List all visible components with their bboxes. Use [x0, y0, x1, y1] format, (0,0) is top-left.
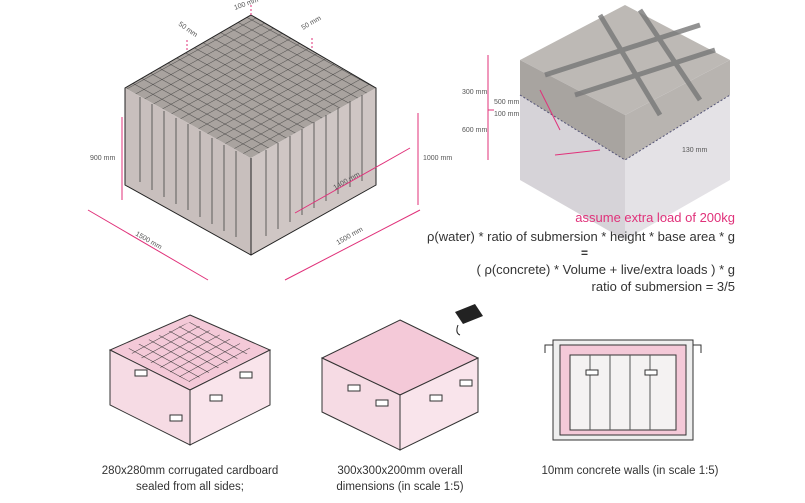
caption-line: sealed from all sides;: [135, 481, 245, 493]
equation-equals: =: [581, 246, 589, 260]
concrete-walls-section: [544, 339, 702, 441]
caption-concrete-walls: 10mm concrete walls (in scale 1:5): [520, 463, 740, 479]
caption-line: 280x280mm corrugated cardboard: [101, 465, 279, 477]
svg-text:1500 mm: 1500 mm: [134, 231, 163, 252]
concrete-slab-module: 300 mm 500 mm 100 mm 600 mm 130 mm: [462, 5, 731, 240]
svg-text:1500 mm: 1500 mm: [336, 226, 365, 247]
svg-text:300 mm: 300 mm: [462, 89, 487, 96]
svg-text:50 mm: 50 mm: [301, 15, 323, 32]
cardboard-box-model: [108, 314, 272, 446]
svg-text:50 mm: 50 mm: [177, 21, 199, 39]
equation-left-side: ρ(water) * ratio of submersion * height …: [427, 229, 735, 244]
equation-ratio: ratio of submersion = 3/5: [591, 279, 735, 294]
sealed-box-model: [320, 304, 483, 451]
equation-right-side: ( ρ(concrete) * Volume + live/extra load…: [476, 262, 735, 277]
svg-text:500 mm: 500 mm: [494, 99, 519, 106]
caption-line: dimensions (in scale 1:5): [336, 481, 464, 493]
svg-text:900 mm: 900 mm: [90, 155, 115, 162]
svg-text:600 mm: 600 mm: [462, 127, 487, 134]
caption-cardboard: 280x280mm corrugated cardboard sealed fro…: [80, 463, 300, 495]
water-pour-icon: [455, 304, 483, 336]
equation-assumption: assume extra load of 200kg: [575, 210, 735, 225]
caption-line: 300x300x200mm overall: [337, 465, 463, 477]
svg-text:1000 mm: 1000 mm: [423, 155, 452, 162]
caption-line: 10mm concrete walls (in scale 1:5): [541, 465, 719, 477]
svg-text:100 mm: 100 mm: [233, 0, 259, 12]
svg-text:130 mm: 130 mm: [682, 147, 707, 154]
caption-dimensions: 300x300x200mm overall dimensions (in scal…: [310, 463, 490, 495]
cardboard-grid-module: 100 mm 50 mm 50 mm 900 mm 1000 mm 1400 m…: [87, 0, 452, 281]
svg-text:100 mm: 100 mm: [494, 111, 519, 118]
